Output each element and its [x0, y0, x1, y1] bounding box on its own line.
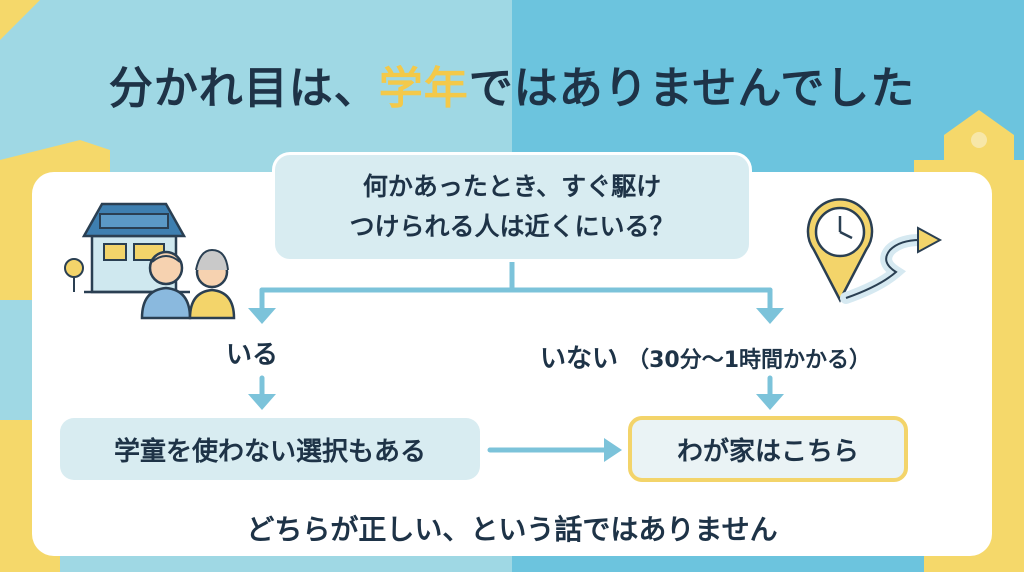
title-suffix: ではありませんでした	[468, 63, 916, 114]
branch-no-note: （30分〜1時間かかる）	[627, 348, 872, 373]
grandparents-icon	[140, 248, 236, 320]
question-line-2: つけられる人は近くにいる？	[349, 212, 675, 241]
branch-no-label: いない （30分〜1時間かかる）	[540, 338, 871, 375]
result-yes-box: 学童を使わない選択もある	[60, 418, 480, 480]
house-icon	[64, 202, 190, 294]
question-box: 何かあったとき、すぐ駆け つけられる人は近くにいる？	[272, 152, 752, 262]
arrowhead-across	[604, 438, 622, 462]
arrowhead-no-2	[756, 394, 784, 410]
page-title: 分かれ目は、学年ではありませんでした	[0, 52, 1024, 116]
arrowhead-no-1	[756, 308, 784, 324]
clock-pin-icon	[806, 198, 874, 303]
question-line-1: 何かあったとき、すぐ駆け	[362, 172, 662, 201]
title-highlight: 学年	[378, 63, 469, 114]
branch-yes-label: いる	[226, 340, 279, 370]
arrowhead-yes-2	[248, 394, 276, 410]
branch-no-text: いない	[540, 344, 619, 374]
arrowhead-yes-1	[248, 308, 276, 324]
title-prefix: 分かれ目は、	[108, 63, 379, 114]
footer-note: どちらが正しい、という話ではありません	[246, 513, 778, 546]
route-arrow-icon	[840, 226, 943, 304]
result-no-box: わが家はこちら	[628, 416, 908, 482]
